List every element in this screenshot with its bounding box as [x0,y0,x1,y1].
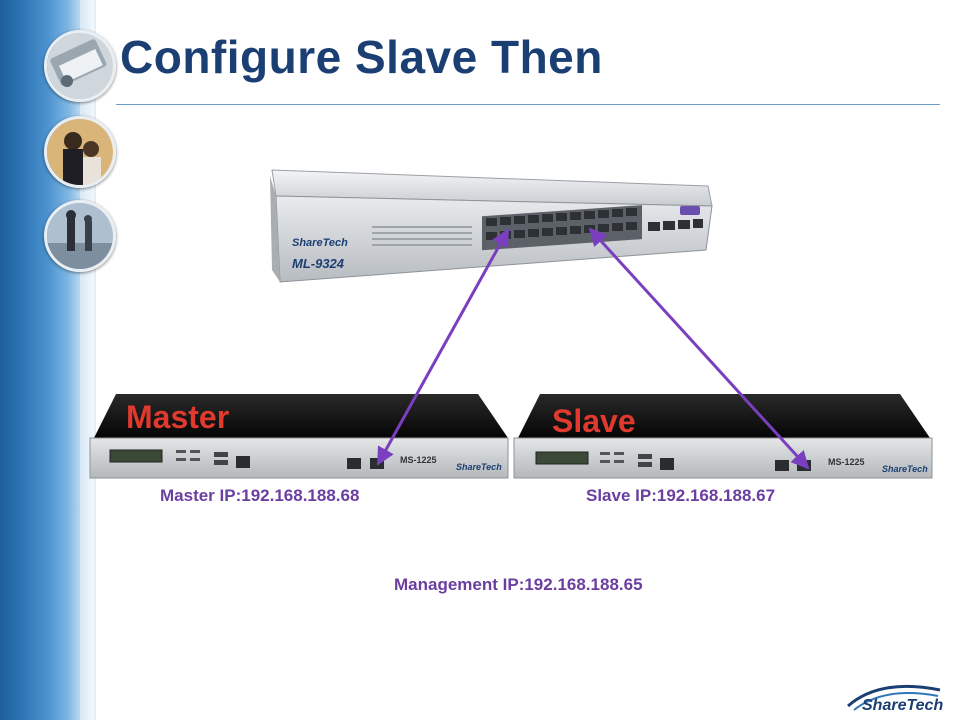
master-ip-label: Master IP:192.168.188.68 [160,486,360,505]
logo-text: ShareTech [862,697,943,714]
switch-brand-logo: ShareTech [292,237,348,249]
switch-model-label: ML-9324 [292,256,345,271]
title-divider [116,104,940,105]
sidebar-line [94,0,96,720]
thumbnail-walking-photo [44,200,116,272]
slave-device: Slave MS-1225 ShareTech [513,394,933,479]
switch-device: ShareTech ML-9324 [270,169,713,283]
management-ip-label: Management IP:192.168.188.65 [394,575,643,594]
slave-model-label: MS-1225 [828,457,865,467]
sharetech-logo: ShareTech [847,684,943,714]
master-switch-link [376,228,510,466]
thumbnail-hardware-photo [44,30,116,102]
slave-ip-label: Slave IP:192.168.188.67 [586,486,776,505]
master-tag: Master [126,399,229,435]
master-model-label: MS-1225 [400,455,437,465]
page-title: Configure Slave Then [120,31,603,83]
thumbnail-people-photo [44,116,116,188]
master-brand-logo: ShareTech [456,462,502,472]
slave-brand-logo: ShareTech [882,464,928,474]
slave-switch-link [588,227,810,470]
slave-tag: Slave [552,403,636,439]
master-device: Master MS-1225 ShareTech [89,394,509,479]
